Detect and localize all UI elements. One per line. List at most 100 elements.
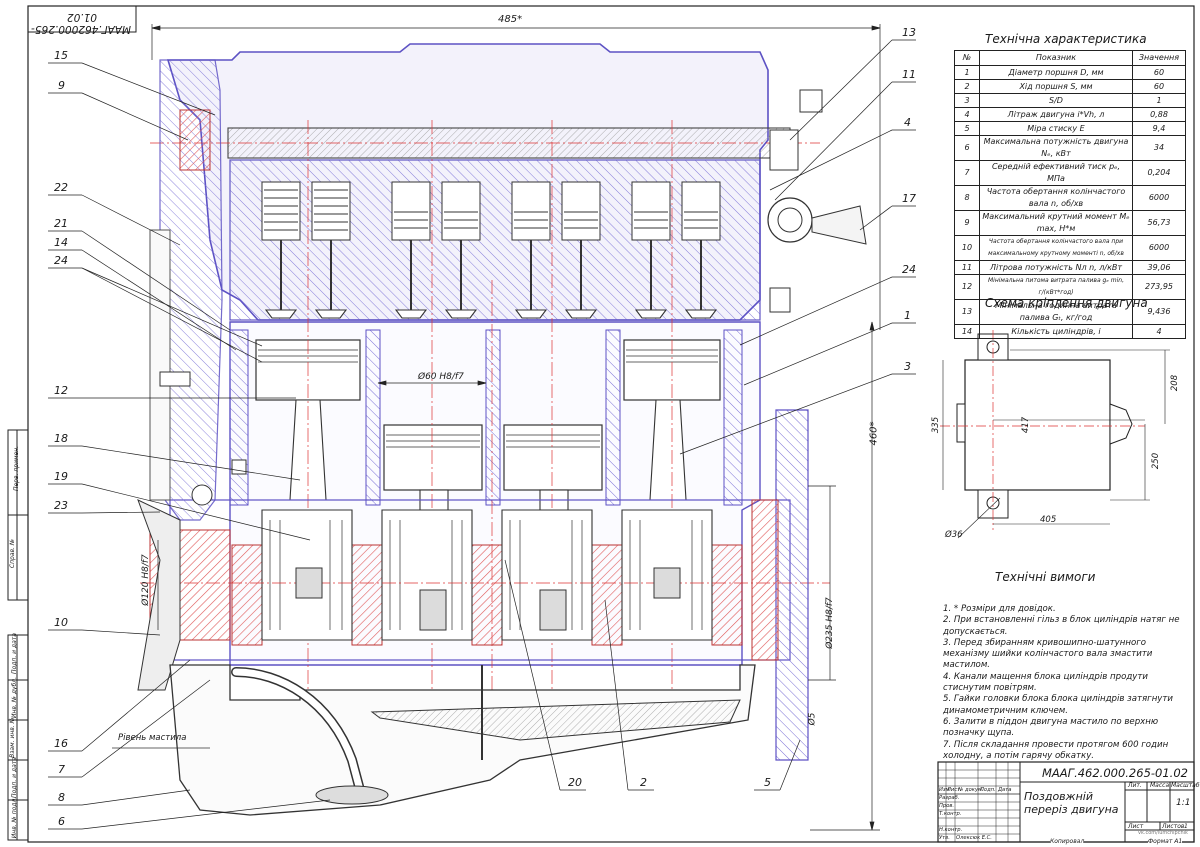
- spec-cell-no: 14: [954, 324, 980, 339]
- spec-cell-value: 6000: [1132, 185, 1186, 211]
- callout-17: 17: [902, 192, 916, 205]
- spec-cell-value: 9,4: [1132, 121, 1186, 136]
- tb-copy: Копировал: [1050, 838, 1085, 845]
- dim-length: 485*: [498, 14, 523, 25]
- spec-cell-param: Кількість циліндрів, i: [979, 324, 1133, 339]
- requirements-list: 1. * Розміри для довідок. 2. При встанов…: [943, 604, 1191, 762]
- spec-cell-param: Діаметр поршня D, мм: [979, 65, 1133, 80]
- tb-head-doc: № докум.: [958, 787, 984, 793]
- dimensions: [151, 24, 881, 831]
- spec-cell-param: Частота обертання колінчастого вала при …: [979, 235, 1133, 261]
- spec-header-value: Значення: [1132, 50, 1186, 66]
- tb-role-dev: Разраб.: [939, 795, 960, 801]
- callout-8: 8: [58, 791, 65, 804]
- callout-6: 6: [58, 815, 65, 828]
- callout-12: 12: [54, 384, 68, 397]
- tb-sheets-n: 1: [1184, 823, 1188, 830]
- spec-cell-no: 5: [954, 121, 980, 136]
- spec-cell-value: 1: [1132, 93, 1186, 108]
- mount-title: Схема кріплення двигуна: [985, 296, 1148, 310]
- callout-22: 22: [54, 181, 68, 194]
- spec-cell-no: 12: [954, 274, 980, 300]
- side-label-orig: Инв. № подл.: [11, 796, 19, 839]
- dim-height: 460*: [868, 421, 880, 446]
- callout-10: 10: [54, 616, 68, 629]
- dim-small: Ø5: [807, 712, 818, 726]
- spec-cell-no: 1: [954, 65, 980, 80]
- spec-cell-no: 7: [954, 160, 980, 186]
- spec-cell-value: 273,95: [1132, 274, 1186, 300]
- side-label-sign-date-2: Подп. и дата: [10, 757, 18, 798]
- side-label-ref: Справ. №: [9, 538, 17, 569]
- spec-cell-no: 4: [954, 107, 980, 122]
- spec-cell-param: Максимальний крутний момент Mₑ max, Н*м: [979, 210, 1133, 236]
- requirement-item: 1. * Розміри для довідок.: [943, 604, 1056, 614]
- side-label-sign-date-1: Подп. и дата: [10, 633, 18, 674]
- spec-header-row: № Показник Значення: [954, 50, 1186, 66]
- tb-sheet: Лист: [1128, 823, 1144, 830]
- engine-section: [112, 43, 867, 816]
- dim-flange: Ø235 H8/f7: [824, 597, 835, 649]
- callout-4: 4: [904, 116, 911, 129]
- callout-24b: 24: [902, 263, 916, 276]
- callout-11: 11: [902, 68, 916, 81]
- spec-cell-no: 9: [954, 210, 980, 236]
- spec-cell-param: Мінімальна питома витрата палива gₑ min,…: [979, 274, 1133, 300]
- side-label-first-use: Перв. примен.: [13, 445, 21, 492]
- dim-bore: Ø60 H8/f7: [418, 372, 464, 382]
- tb-role-approve: Утв.: [939, 835, 950, 841]
- spec-cell-param: Літраж двигуна i*Vh, л: [979, 107, 1133, 122]
- spec-cell-param: Мінімальна годинна витрата палива Gₜ, кг…: [979, 299, 1133, 325]
- tb-sheets: Листов: [1162, 823, 1185, 830]
- title-block-name: Поздовжній переріз двигуна: [1024, 790, 1119, 816]
- callout-21: 21: [54, 217, 68, 230]
- spec-cell-no: 8: [954, 185, 980, 211]
- spec-cell-no: 13: [954, 299, 980, 325]
- spec-cell-param: Хід поршня S, мм: [979, 79, 1133, 94]
- side-label-replace: Взам. инв. №: [8, 717, 16, 758]
- tb-col-mass: Масса: [1150, 782, 1170, 789]
- tb-head-date: Дата: [998, 787, 1012, 793]
- tb-head-izm: Изм: [939, 787, 950, 793]
- tb-developer: Олексюк Е.С.: [956, 835, 992, 841]
- spec-cell-value: 56,73: [1132, 210, 1186, 236]
- callout-5: 5: [764, 776, 771, 789]
- leader-lines: [48, 39, 916, 830]
- tb-col-lit: Лит.: [1128, 782, 1142, 789]
- stamp-box: [27, 5, 137, 33]
- stamp-code: МААГ.462000.265-01.02: [31, 11, 131, 35]
- tb-col-scale: Масштаб: [1171, 782, 1200, 789]
- tb-format: Формат А1: [1148, 838, 1183, 845]
- side-label-dup: Инв. № дубл.: [11, 676, 19, 719]
- spec-cell-value: 60: [1132, 65, 1186, 80]
- mount-dim-36: Ø36: [945, 530, 963, 540]
- spec-cell-value: 39,06: [1132, 260, 1186, 275]
- spec-cell-no: 11: [954, 260, 980, 275]
- callout-1: 1: [904, 309, 911, 322]
- spec-cell-param: Середній ефективний тиск pₑ, МПа: [979, 160, 1133, 186]
- callout-23: 23: [54, 499, 68, 512]
- spec-cell-no: 2: [954, 79, 980, 94]
- spec-cell-param: Максимальна потужність двигуна Nₑ, кВт: [979, 135, 1133, 161]
- spec-cell-value: 60: [1132, 79, 1186, 94]
- tb-role-check: Пров.: [939, 803, 955, 809]
- requirement-item: 7. Після складання провести протягом 600…: [943, 739, 1169, 761]
- mount-dim-335: 335: [931, 416, 942, 434]
- callout-18: 18: [54, 432, 68, 445]
- spec-cell-param: Частота обертання колінчастого вала n, о…: [979, 185, 1133, 211]
- requirement-item: 2. При встановленні гільз в блок циліндр…: [943, 615, 1180, 637]
- requirement-item: 5. Гайки головки блока блока циліндрів з…: [943, 694, 1173, 716]
- spec-cell-param: Літрова потужність Nл n, л/кВт: [979, 260, 1133, 275]
